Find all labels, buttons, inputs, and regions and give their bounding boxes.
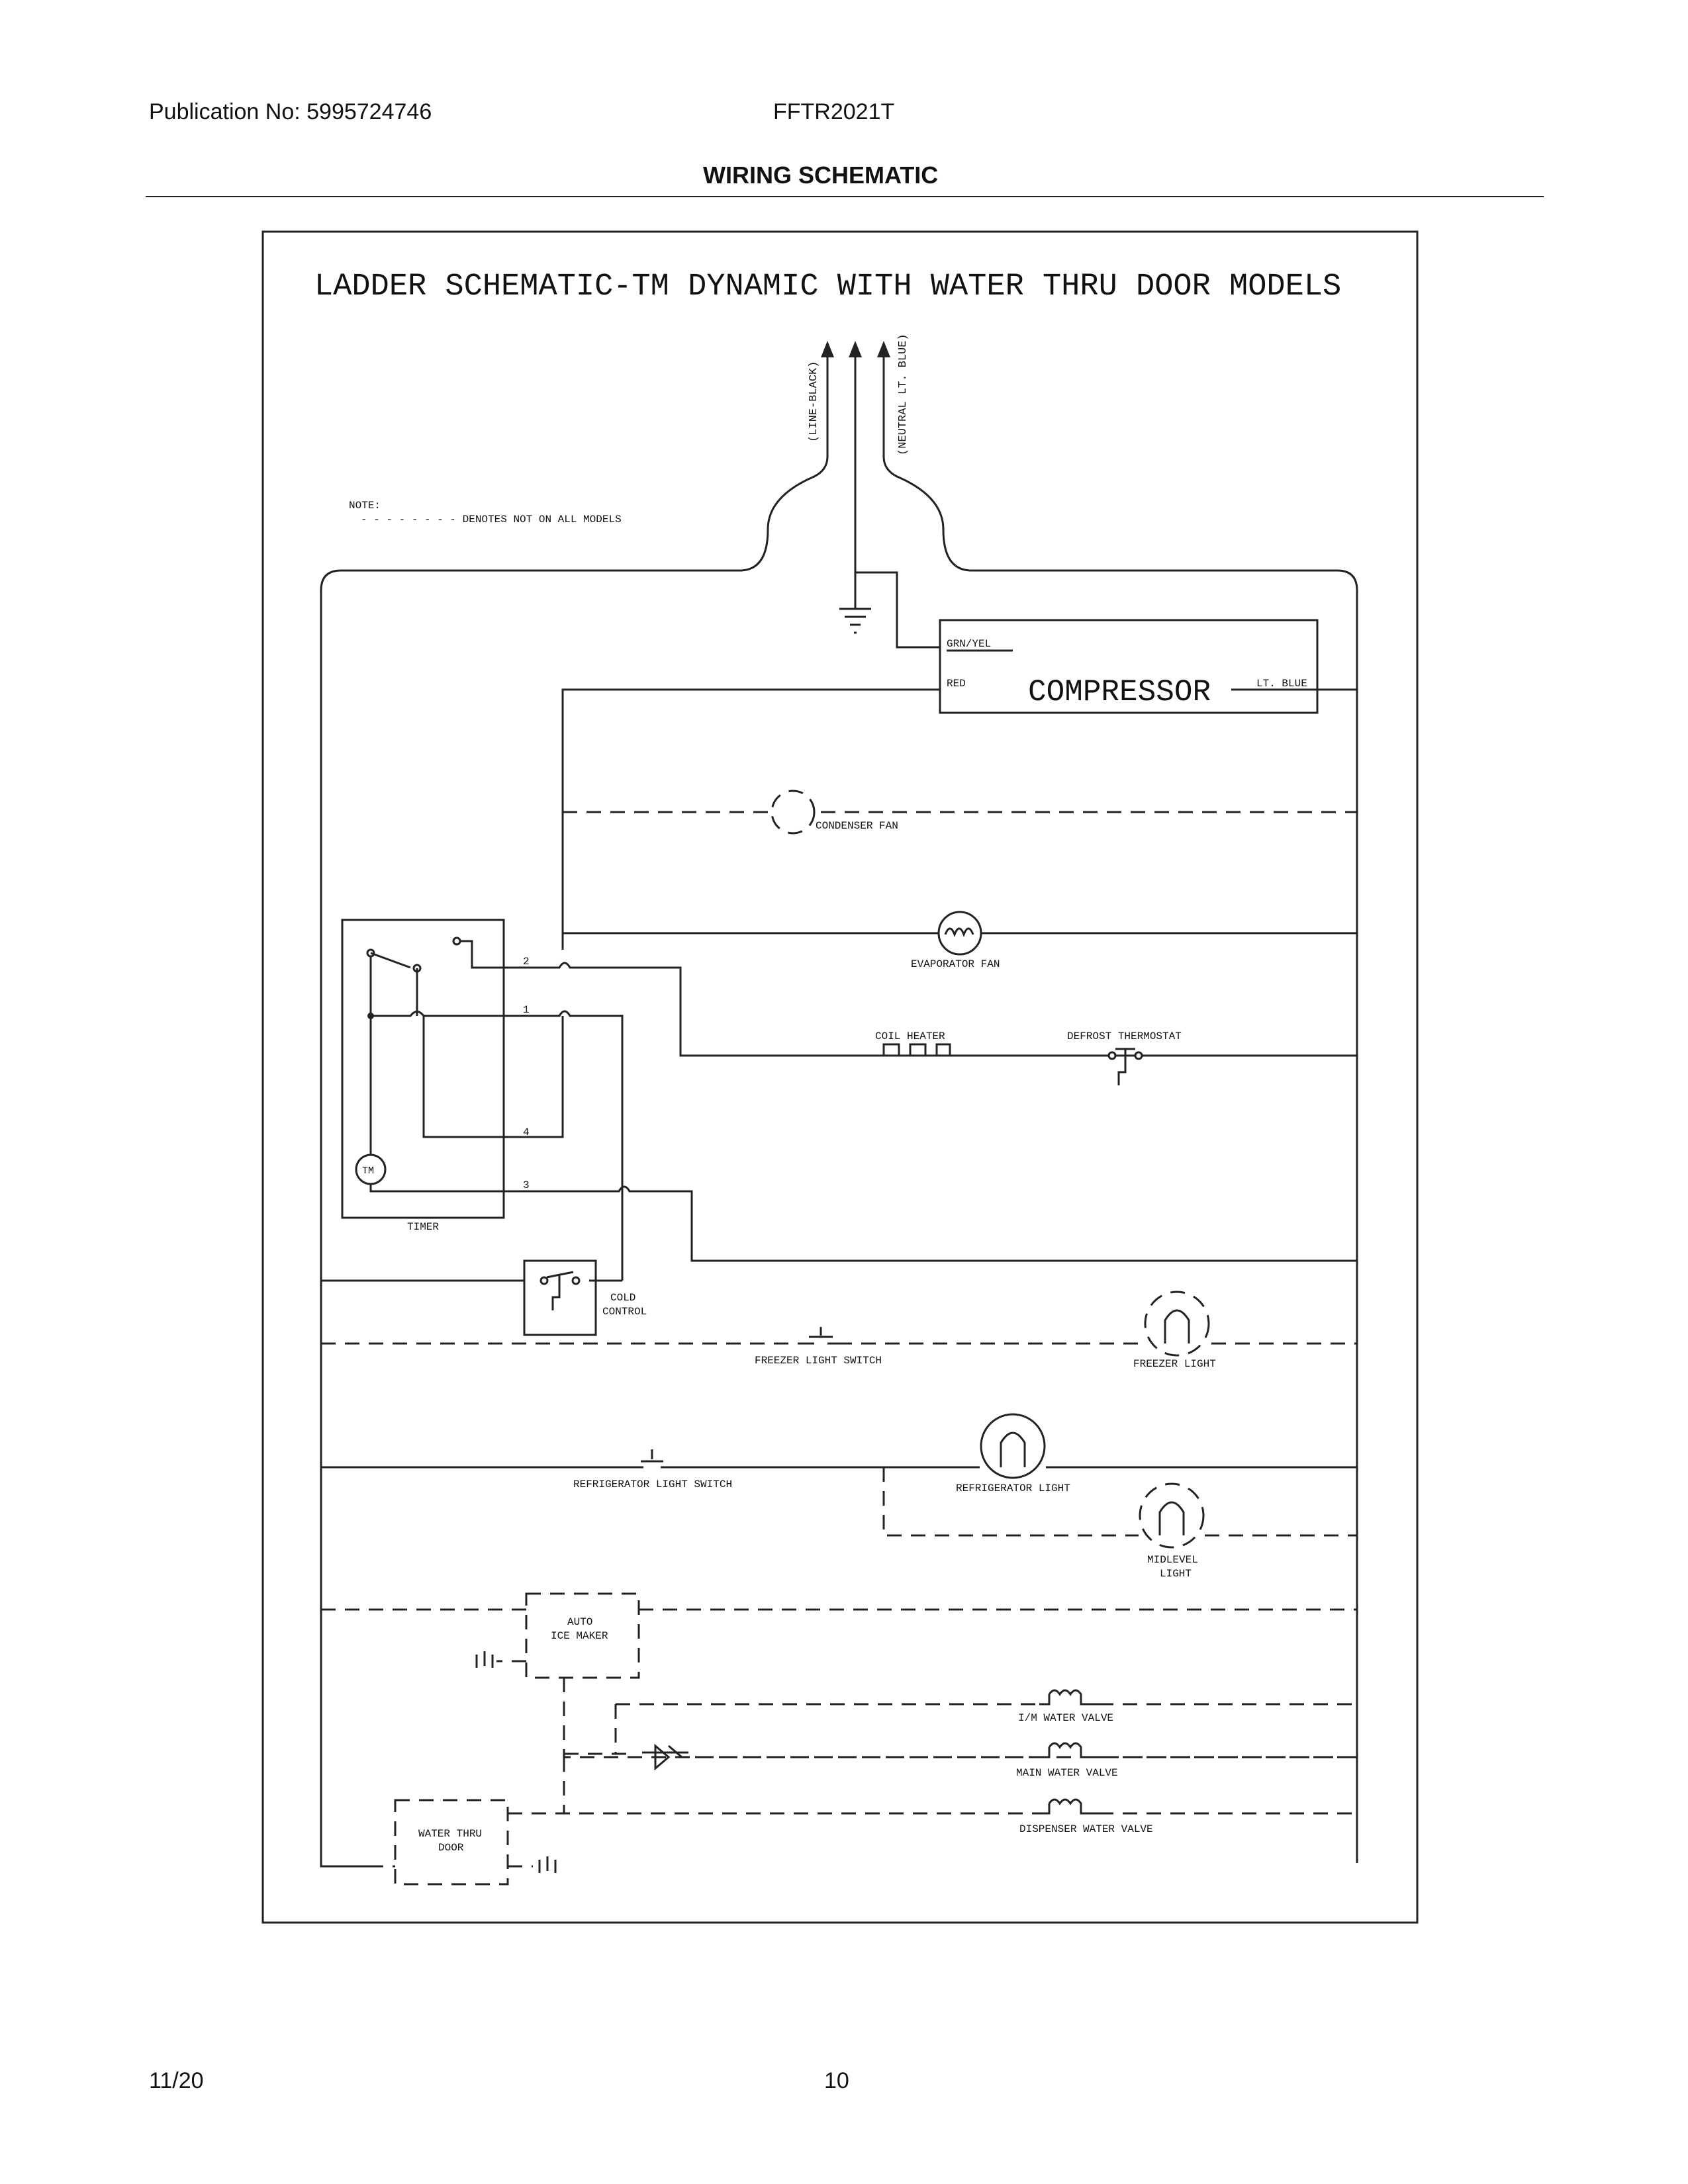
compressor-label: COMPRESSOR <box>1028 675 1211 709</box>
grn-yel-lead <box>855 571 940 649</box>
freezer-light-label: FREEZER LIGHT <box>1133 1358 1216 1370</box>
header-rule <box>146 196 1544 197</box>
timer-terminal-3: 3 <box>523 1179 530 1191</box>
freezer-light-switch-icon <box>804 1327 837 1345</box>
fan-icon <box>937 911 982 956</box>
page-number: 10 <box>824 2068 849 2093</box>
plug-icon <box>508 1812 564 1876</box>
grn-yel-label: GRN/YEL <box>947 638 991 650</box>
water-thru-door: WATER THRU DOOR <box>321 1799 564 1886</box>
schematic-title: LADDER SCHEMATIC-TM DYNAMIC WITH WATER T… <box>314 269 1341 304</box>
red-label: RED <box>947 678 966 690</box>
tm-label: TM <box>362 1165 374 1177</box>
midlevel-light-label-1: MIDLEVEL <box>1147 1554 1198 1566</box>
auto-ice-maker-label-1: AUTO <box>567 1616 592 1628</box>
evaporator-fan: EVAPORATOR FAN <box>563 911 1357 970</box>
refrigerator-light-row: REFRIGERATOR LIGHT SWITCH REFRIGERATOR L… <box>321 1413 1357 1580</box>
note-text: - - - - - - - - DENOTES NOT ON ALL MODEL… <box>361 514 622 525</box>
footer-date: 11/20 <box>149 2068 204 2093</box>
compressor-red-wire <box>561 688 940 950</box>
timer-terminal-1: 1 <box>523 1004 530 1016</box>
dispenser-water-valve-icon <box>1039 1798 1099 1815</box>
lt-blue-label: LT. BLUE <box>1256 678 1307 690</box>
refrigerator-light-switch-icon <box>635 1449 669 1469</box>
neutral-label: (NEUTRAL LT. BLUE) <box>897 334 910 455</box>
fan-icon <box>771 790 816 835</box>
model-number: FFTR2021T <box>773 99 895 124</box>
midlevel-light-label-2: LIGHT <box>1160 1568 1192 1580</box>
cold-control-label-1: COLD <box>610 1292 635 1304</box>
cold-control-icon <box>546 1271 574 1310</box>
schematic-frame <box>261 230 1419 1924</box>
water-valves: I/M WATER VALVE MAIN WATER VALVE DISPENS… <box>563 1689 1357 1835</box>
bulb-icon <box>980 1413 1046 1479</box>
main-water-valve-label: MAIN WATER VALVE <box>1016 1767 1118 1779</box>
supply-leads: (LINE-BLACK) (NEUTRAL LT. BLUE) <box>320 334 1358 1868</box>
auto-ice-maker: AUTO ICE MAKER <box>321 1592 1357 1758</box>
line-black-label: (LINE-BLACK) <box>808 361 820 442</box>
arrow-icon <box>821 341 890 357</box>
refrigerator-light-label: REFRIGERATOR LIGHT <box>956 1482 1070 1494</box>
condenser-fan-label: CONDENSER FAN <box>816 820 898 832</box>
coil-heater-label: COIL HEATER <box>875 1030 945 1042</box>
timer-terminal-2: 2 <box>523 956 530 968</box>
ground-icon <box>839 572 871 634</box>
timer-label: TIMER <box>407 1221 439 1233</box>
dispenser-water-valve-label: DISPENSER WATER VALVE <box>1019 1823 1153 1835</box>
bulb-icon <box>1144 1291 1210 1357</box>
publication-number: Publication No: 5995724746 <box>149 99 432 124</box>
defrost-circuit: COIL HEATER DEFROST THERMOSTAT <box>680 1030 1357 1085</box>
cold-control-label-2: CONTROL <box>602 1306 647 1318</box>
note-label: NOTE: <box>349 500 381 512</box>
im-water-valve-label: I/M WATER VALVE <box>1018 1712 1113 1724</box>
compressor: GRN/YEL RED COMPRESSOR LT. BLUE <box>855 571 1357 714</box>
neutral-wire <box>882 344 1358 1863</box>
defrost-thermostat-label: DEFROST THERMOSTAT <box>1067 1030 1182 1042</box>
bulb-icon <box>1139 1482 1205 1549</box>
im-water-valve-icon <box>1039 1689 1099 1706</box>
refrigerator-light-switch-label: REFRIGERATOR LIGHT SWITCH <box>573 1479 732 1490</box>
main-water-valve-icon <box>1039 1742 1099 1758</box>
coil-heater-icon <box>874 1043 960 1057</box>
timer-terminal-4: 4 <box>523 1126 530 1138</box>
cold-control: COLD CONTROL <box>321 1259 647 1336</box>
section-title: WIRING SCHEMATIC <box>703 161 939 189</box>
line-wire <box>320 344 829 1868</box>
water-thru-door-label-1: WATER THRU <box>418 1828 482 1840</box>
timer-motor-icon <box>355 1154 387 1185</box>
freezer-light-switch-label: FREEZER LIGHT SWITCH <box>755 1355 882 1367</box>
plug-icon <box>475 1651 526 1671</box>
auto-ice-maker-label-2: ICE MAKER <box>551 1630 608 1642</box>
freezer-light-row: FREEZER LIGHT SWITCH FREEZER LIGHT <box>321 1291 1357 1370</box>
defrost-thermostat-icon <box>1115 1048 1135 1085</box>
condenser-fan: CONDENSER FAN <box>563 790 1357 835</box>
water-thru-door-label-2: DOOR <box>438 1842 464 1854</box>
timer: TM 2 1 4 3 TIMER <box>341 919 1357 1281</box>
connector-icon <box>642 1743 688 1771</box>
evaporator-fan-label: EVAPORATOR FAN <box>911 958 1000 970</box>
